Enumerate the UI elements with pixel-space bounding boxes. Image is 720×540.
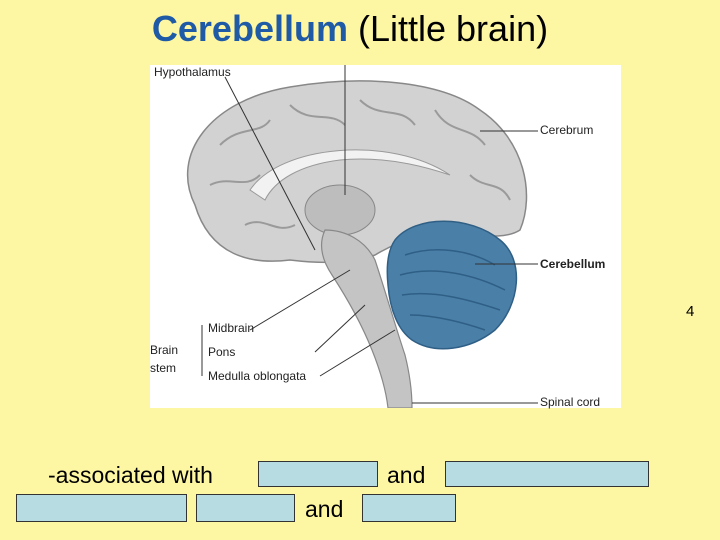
answer-blank-2[interactable] [445, 461, 649, 487]
label-medulla: Medulla oblongata [208, 369, 307, 383]
thalamus-shape [304, 184, 376, 236]
label-spinal-cord: Spinal cord [540, 395, 601, 409]
associated-text: -associated with [48, 462, 213, 488]
page-title: Cerebellum (Little brain) [0, 8, 700, 50]
cerebellum-folia [399, 249, 506, 331]
title-main: Cerebellum [151, 8, 348, 49]
label-brain: Brain [150, 343, 179, 357]
cerebrum-shape [186, 80, 528, 264]
label-cerebellum: Cerebellum [540, 257, 606, 271]
brain-illustration [186, 65, 538, 408]
brainstem-shape [320, 229, 413, 408]
label-stem: stem [150, 361, 177, 375]
label-cerebrum: Cerebrum [540, 123, 594, 137]
title-sub: (Little brain) [358, 8, 549, 49]
answer-blank-5[interactable] [362, 494, 456, 522]
page-number: 4 [686, 303, 695, 320]
label-hypothalamus: Hypothalamus [154, 65, 231, 79]
label-pons: Pons [208, 345, 236, 359]
brain-diagram: Hypothalamus Cerebrum Cerebellum Midbrai… [150, 65, 621, 409]
corpus-callosum [249, 149, 451, 201]
label-midbrain: Midbrain [208, 321, 255, 335]
answer-blank-3[interactable] [16, 494, 187, 522]
and-text-2: and [305, 496, 344, 522]
gyri-lines [209, 99, 511, 229]
cerebellum-shape [386, 220, 518, 350]
and-text-1: and [387, 462, 426, 488]
answer-blank-1[interactable] [258, 461, 378, 487]
answer-blank-4[interactable] [196, 494, 295, 522]
